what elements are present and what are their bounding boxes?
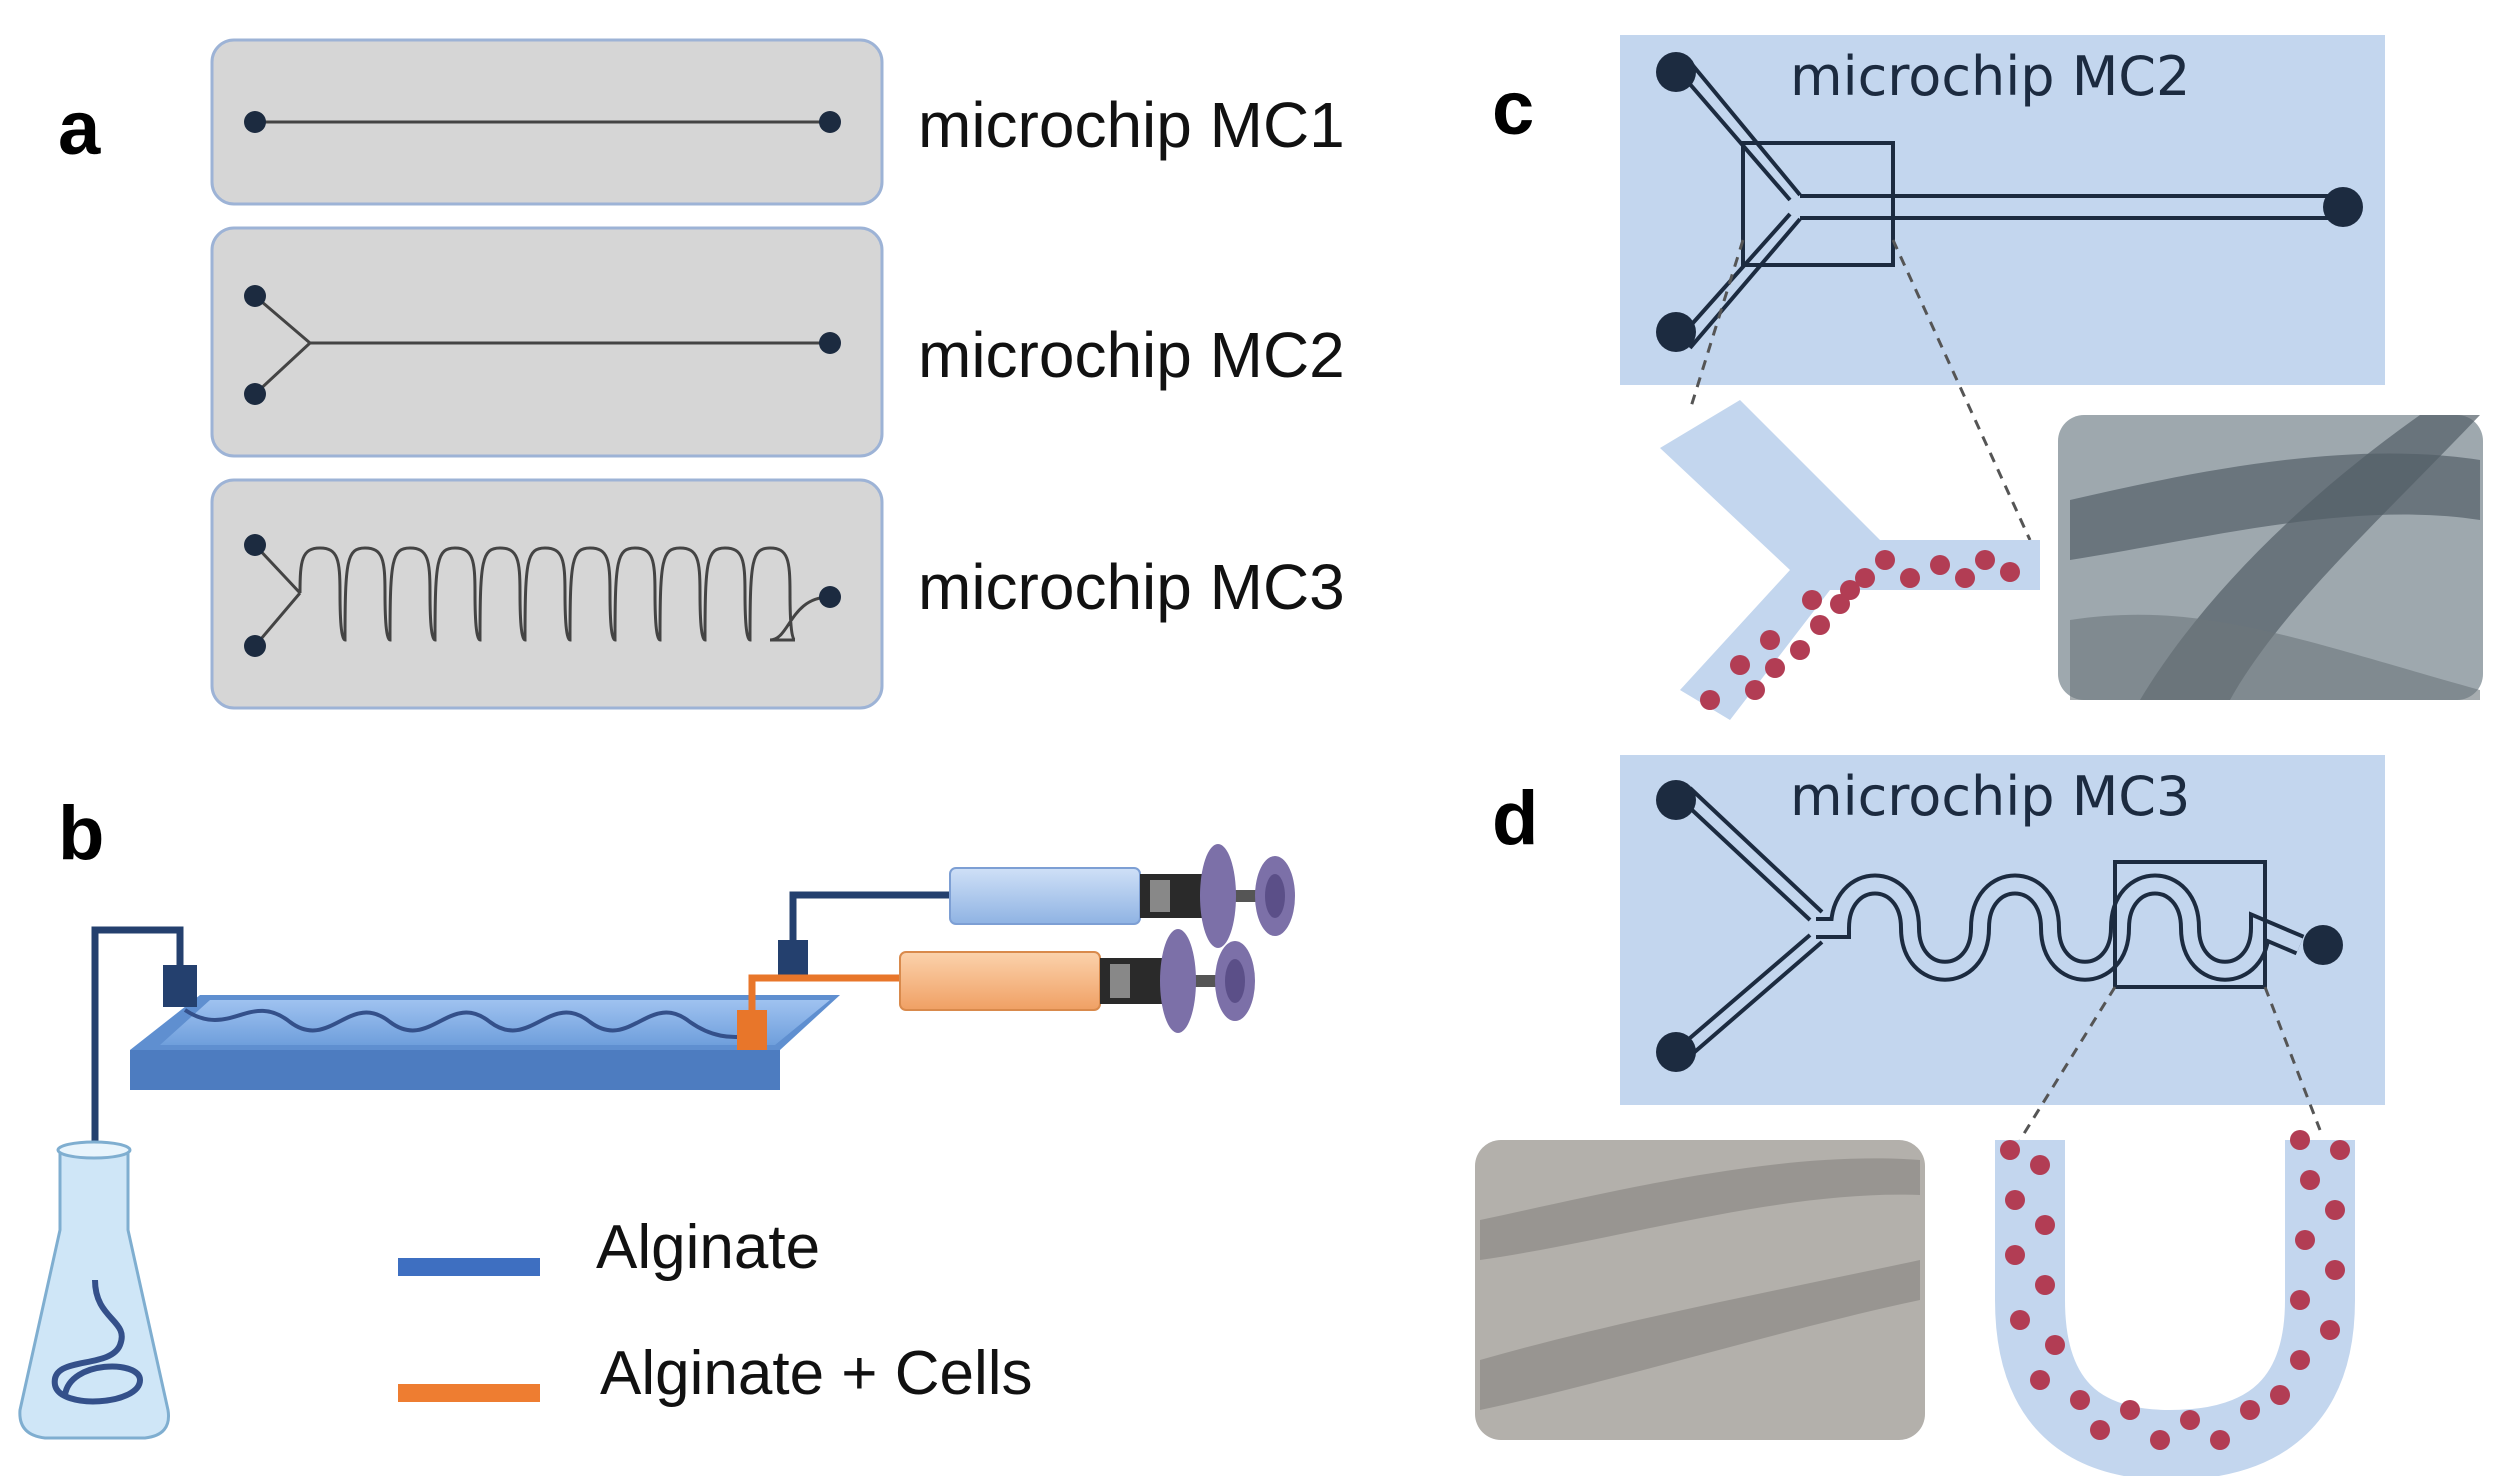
panel-a-letter: a [58, 86, 101, 171]
panel-b-letter: b [58, 791, 105, 876]
collection-flask [18, 1140, 171, 1440]
chip-mc1 [210, 38, 884, 206]
cells [2000, 1130, 2350, 1450]
legend-swatch-alginate-cells [398, 1384, 540, 1402]
inlet-port-blue [778, 940, 808, 980]
mc3-inlet-top [1656, 780, 1696, 820]
mc2-zoom-box [1741, 141, 1895, 267]
blue-tube [789, 891, 950, 940]
board-serpentine-channel [183, 1008, 756, 1039]
mc3-u-channel-zoom [1995, 1130, 2355, 1476]
chip-label-mc1: microchip MC1 [918, 89, 1345, 161]
coiled-fiber [51, 1279, 144, 1405]
mc3-microscopy-photo [1475, 1140, 1925, 1440]
outlet-port-block [163, 965, 197, 1007]
chip-label-mc3: microchip MC3 [918, 551, 1345, 623]
chip-mc3 [210, 478, 884, 710]
mc3-inlet-bottom [1656, 1032, 1696, 1072]
mc3-chip-title: microchip MC3 [1790, 765, 2190, 828]
legend-swatch-alginate [398, 1258, 540, 1276]
legend-label-alginate-cells: Alginate + Cells [600, 1339, 1033, 1408]
panel-c-letter: c [1492, 66, 1535, 151]
blue-syringe [949, 844, 1295, 948]
inlet-port-orange [737, 1010, 767, 1050]
mc3-zoom-box [2113, 860, 2267, 989]
microfluidic-board [130, 995, 840, 1090]
mc2-microscopy-photo [2058, 415, 2483, 700]
outlet-port [819, 111, 841, 133]
mc2-outlet [2323, 187, 2363, 227]
outlet-tube [91, 926, 184, 1280]
orange-tube [748, 974, 900, 1010]
chip-mc2 [210, 226, 884, 458]
cells [1700, 550, 2020, 710]
mc2-inlet-bottom [1656, 312, 1696, 352]
panel-d-letter: d [1492, 776, 1539, 861]
mc2-junction-zoom [1660, 400, 2040, 720]
mc2-chip-background [1620, 35, 2385, 385]
orange-syringe [899, 929, 1255, 1033]
inlet-port [244, 111, 266, 133]
mc3-outlet [2303, 925, 2343, 965]
mc2-inlet-top [1656, 52, 1696, 92]
mc2-chip-title: microchip MC2 [1790, 45, 2190, 108]
chip-label-mc2: microchip MC2 [918, 319, 1345, 391]
legend-label-alginate: Alginate [596, 1213, 821, 1282]
